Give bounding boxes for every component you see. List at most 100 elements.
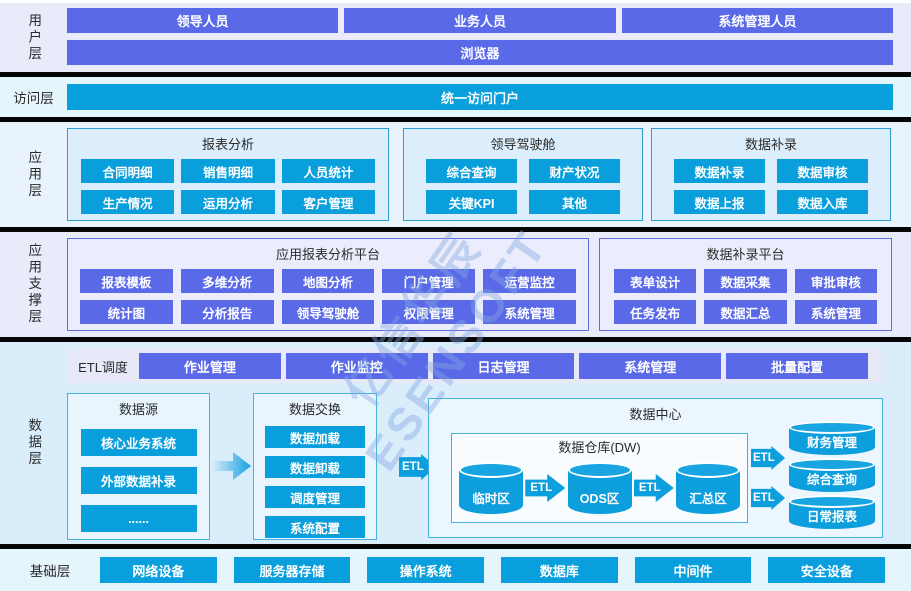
cylinder-temp-zone: 临时区 [459,462,523,514]
role-box-business: 业务人员 [344,8,616,33]
user-content: 领导人员 业务人员 系统管理人员 浏览器 [67,3,893,72]
source-item: 外部数据补录 [80,467,197,494]
base-item: 服务器存储 [233,557,351,583]
support-item: 统计图 [80,300,173,324]
support-item: 任务发布 [614,300,697,324]
group-title: 报表分析 [201,137,254,152]
cylinder-top [676,462,740,478]
cylinder-top [789,421,875,434]
etl-schedule-label: ETL调度 [78,359,128,375]
box-title: 数据源 [118,402,158,417]
etl-label: ETL [753,452,775,464]
etl-label: ETL [638,482,661,494]
support-item: 权限管理 [382,300,476,324]
group-data-supplement: 数据补录 数据补录 数据审核 数据上报 数据入库 [651,128,891,221]
layer-access: 访问层 统一访问门户 [0,77,911,117]
app-item: 合同明细 [81,159,175,183]
etl-item: 日志管理 [432,353,575,379]
layer-divider [0,72,911,77]
layer-label-access: 访问层 [13,91,54,106]
support-item: 多维分析 [180,269,274,293]
layer-divider [0,337,911,342]
box-title: 数据交换 [288,402,341,417]
cylinder-ods-zone: ODS区 [567,462,632,514]
cylinder-top [567,462,632,478]
layer-user: 用户层 领导人员 业务人员 系统管理人员 浏览器 [0,3,911,72]
cylinder-label: 临时区 [472,492,510,506]
cylinder-label: 日常报表 [806,510,857,524]
support-item: 地图分析 [281,269,375,293]
layer-label-support: 应用支撑层 [26,243,42,326]
support-item: 领导驾驶舱 [281,300,375,324]
app-item: 客户管理 [281,190,375,214]
layer-label-data: 数据层 [26,418,42,468]
support-item: 运营监控 [483,269,576,293]
group-title: 应用报表分析平台 [275,247,380,262]
app-item: 数据入库 [777,190,868,214]
etl-item: 作业管理 [139,353,281,379]
etl-label: ETL [753,492,775,504]
browser-bar: 浏览器 [67,40,893,65]
layer-application: 应用层 报表分析 合同明细 销售明细 人员统计 生产情况 运用分析 客户管理 领… [0,122,911,227]
app-item: 销售明细 [181,159,275,183]
support-item: 门户管理 [382,269,476,293]
layer-divider [0,227,911,232]
base-item: 中间件 [634,557,752,583]
box-title: 数据仓库(DW) [558,440,641,455]
support-item: 报表模板 [80,269,173,293]
layer-label-col: 用户层 [0,3,67,72]
flow-arrow-icon [214,452,251,480]
app-item: 其他 [529,190,620,214]
group-title: 数据补录 [744,137,797,152]
layer-label-user: 用户层 [26,12,42,63]
cylinder-daily-report: 日常报表 [789,495,875,529]
app-item: 人员统计 [281,159,375,183]
base-item: 操作系统 [367,557,485,583]
role-box-sysadmin: 系统管理人员 [621,8,893,33]
support-item: 数据采集 [704,269,787,293]
app-item: 数据上报 [674,190,765,214]
cylinder-label: 财务管理 [806,436,857,450]
support-item: 数据汇总 [704,300,787,324]
cylinder-top [789,495,875,508]
cylinder-top [789,458,875,471]
data-warehouse-box: 数据仓库(DW) 临时区 ETL ODS区 ETL [451,433,748,523]
box-title: 数据中心 [629,407,682,422]
data-center-box: 数据中心 数据仓库(DW) 临时区 ETL ODS区 ETL [428,398,883,538]
cylinder-label: 汇总区 [689,492,727,506]
group-report-analysis: 报表分析 合同明细 销售明细 人员统计 生产情况 运用分析 客户管理 [67,128,389,221]
source-item: ...... [80,505,197,532]
cylinder-label: ODS区 [579,492,620,506]
support-item: 表单设计 [614,269,697,293]
app-item: 生产情况 [81,190,175,214]
support-item: 系统管理 [794,300,877,324]
app-item: 财产状况 [529,159,620,183]
support-item: 审批审核 [794,269,877,293]
etl-schedule-strip: ETL调度 作业管理 作业监控 日志管理 系统管理 批量配置 [67,349,881,383]
group-title: 领导驾驶舱 [490,137,556,152]
unified-portal-bar: 统一访问门户 [67,84,893,110]
app-item: 关键KPI [426,190,517,214]
cylinder-label: 综合查询 [806,473,857,487]
base-item: 数据库 [501,557,618,583]
etl-arrow-icon: ETL [751,486,785,510]
cylinder-top [459,462,523,478]
cylinder-summary-zone: 汇总区 [676,462,740,514]
etl-item: 作业监控 [285,353,428,379]
data-source-box: 数据源 核心业务系统 外部数据补录 ...... [67,393,210,540]
base-item: 安全设备 [768,557,886,583]
etl-label: ETL [530,482,553,494]
etl-item: 批量配置 [726,353,868,379]
etl-arrow-icon: ETL [633,474,674,502]
layer-divider [0,544,911,549]
layer-label-base: 基础层 [29,564,71,579]
output-cylinders: 财务管理 综合查询 日常报表 [789,421,875,529]
cylinder-finance: 财务管理 [789,421,875,455]
role-box-leaders: 领导人员 [67,8,339,33]
group-leader-cockpit: 领导驾驶舱 综合查询 财产状况 关键KPI 其他 [403,128,643,221]
group-title: 数据补录平台 [706,247,785,262]
group-report-platform: 应用报表分析平台 报表模板 多维分析 地图分析 门户管理 运营监控 统计图 分析… [67,238,589,331]
group-supplement-platform: 数据补录平台 表单设计 数据采集 审批审核 任务发布 数据汇总 系统管理 [599,238,892,331]
app-item: 综合查询 [426,159,517,183]
